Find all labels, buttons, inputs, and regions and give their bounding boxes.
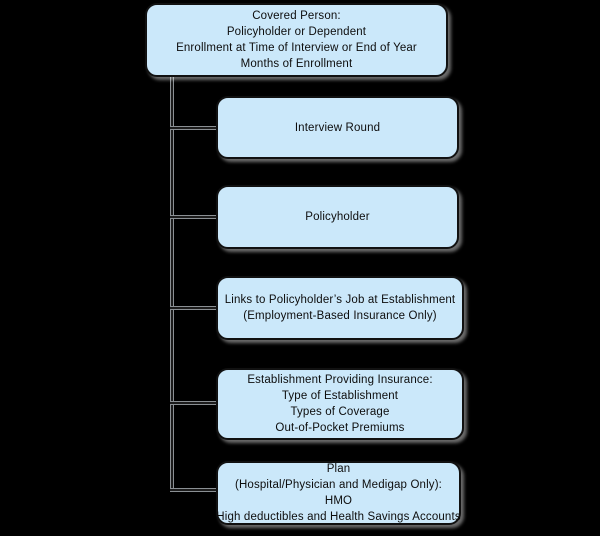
connector-branch-links-to-job <box>170 306 218 310</box>
node-links-to-job-line-2: (Employment-Based Insurance Only) <box>243 310 437 322</box>
node-plan-line-1: Plan <box>326 463 351 475</box>
node-links-to-job-line-1: Links to Policyholder’s Job at Establish… <box>224 294 456 306</box>
node-plan-line-4: High deductibles and Health Savings Acco… <box>216 511 461 523</box>
node-policyholder-line-1: Policyholder <box>305 211 370 223</box>
node-covered-person[interactable]: Covered Person: Policyholder or Dependen… <box>145 3 448 77</box>
node-establishment-line-3: Types of Coverage <box>290 406 390 418</box>
node-establishment[interactable]: Establishment Providing Insurance: Type … <box>216 368 464 440</box>
connector-trunk <box>170 75 174 492</box>
node-covered-person-line-2: Policyholder or Dependent <box>226 26 367 38</box>
node-interview-round-line-1: Interview Round <box>294 121 381 134</box>
node-links-to-job[interactable]: Links to Policyholder’s Job at Establish… <box>216 276 464 340</box>
node-covered-person-line-3: Enrollment at Time of Interview or End o… <box>176 42 417 54</box>
node-policyholder[interactable]: Policyholder <box>216 185 459 249</box>
node-plan[interactable]: Plan (Hospital/Physician and Medigap Onl… <box>216 461 461 525</box>
connector-branch-policyholder <box>170 215 218 219</box>
node-establishment-line-4: Out-of-Pocket Premiums <box>275 422 405 434</box>
connector-branch-plan <box>170 488 218 492</box>
node-interview-round[interactable]: Interview Round <box>216 96 459 159</box>
connector-branch-interview-round <box>170 126 218 130</box>
connector-branch-establishment <box>170 401 218 405</box>
node-establishment-line-2: Type of Establishment <box>281 390 399 402</box>
node-establishment-line-1: Establishment Providing Insurance: <box>247 374 433 386</box>
node-covered-person-line-1: Covered Person: <box>252 10 341 22</box>
node-covered-person-line-4: Months of Enrollment <box>240 58 353 70</box>
node-plan-line-3: HMO <box>324 495 353 507</box>
node-plan-line-2: (Hospital/Physician and Medigap Only): <box>234 479 443 491</box>
